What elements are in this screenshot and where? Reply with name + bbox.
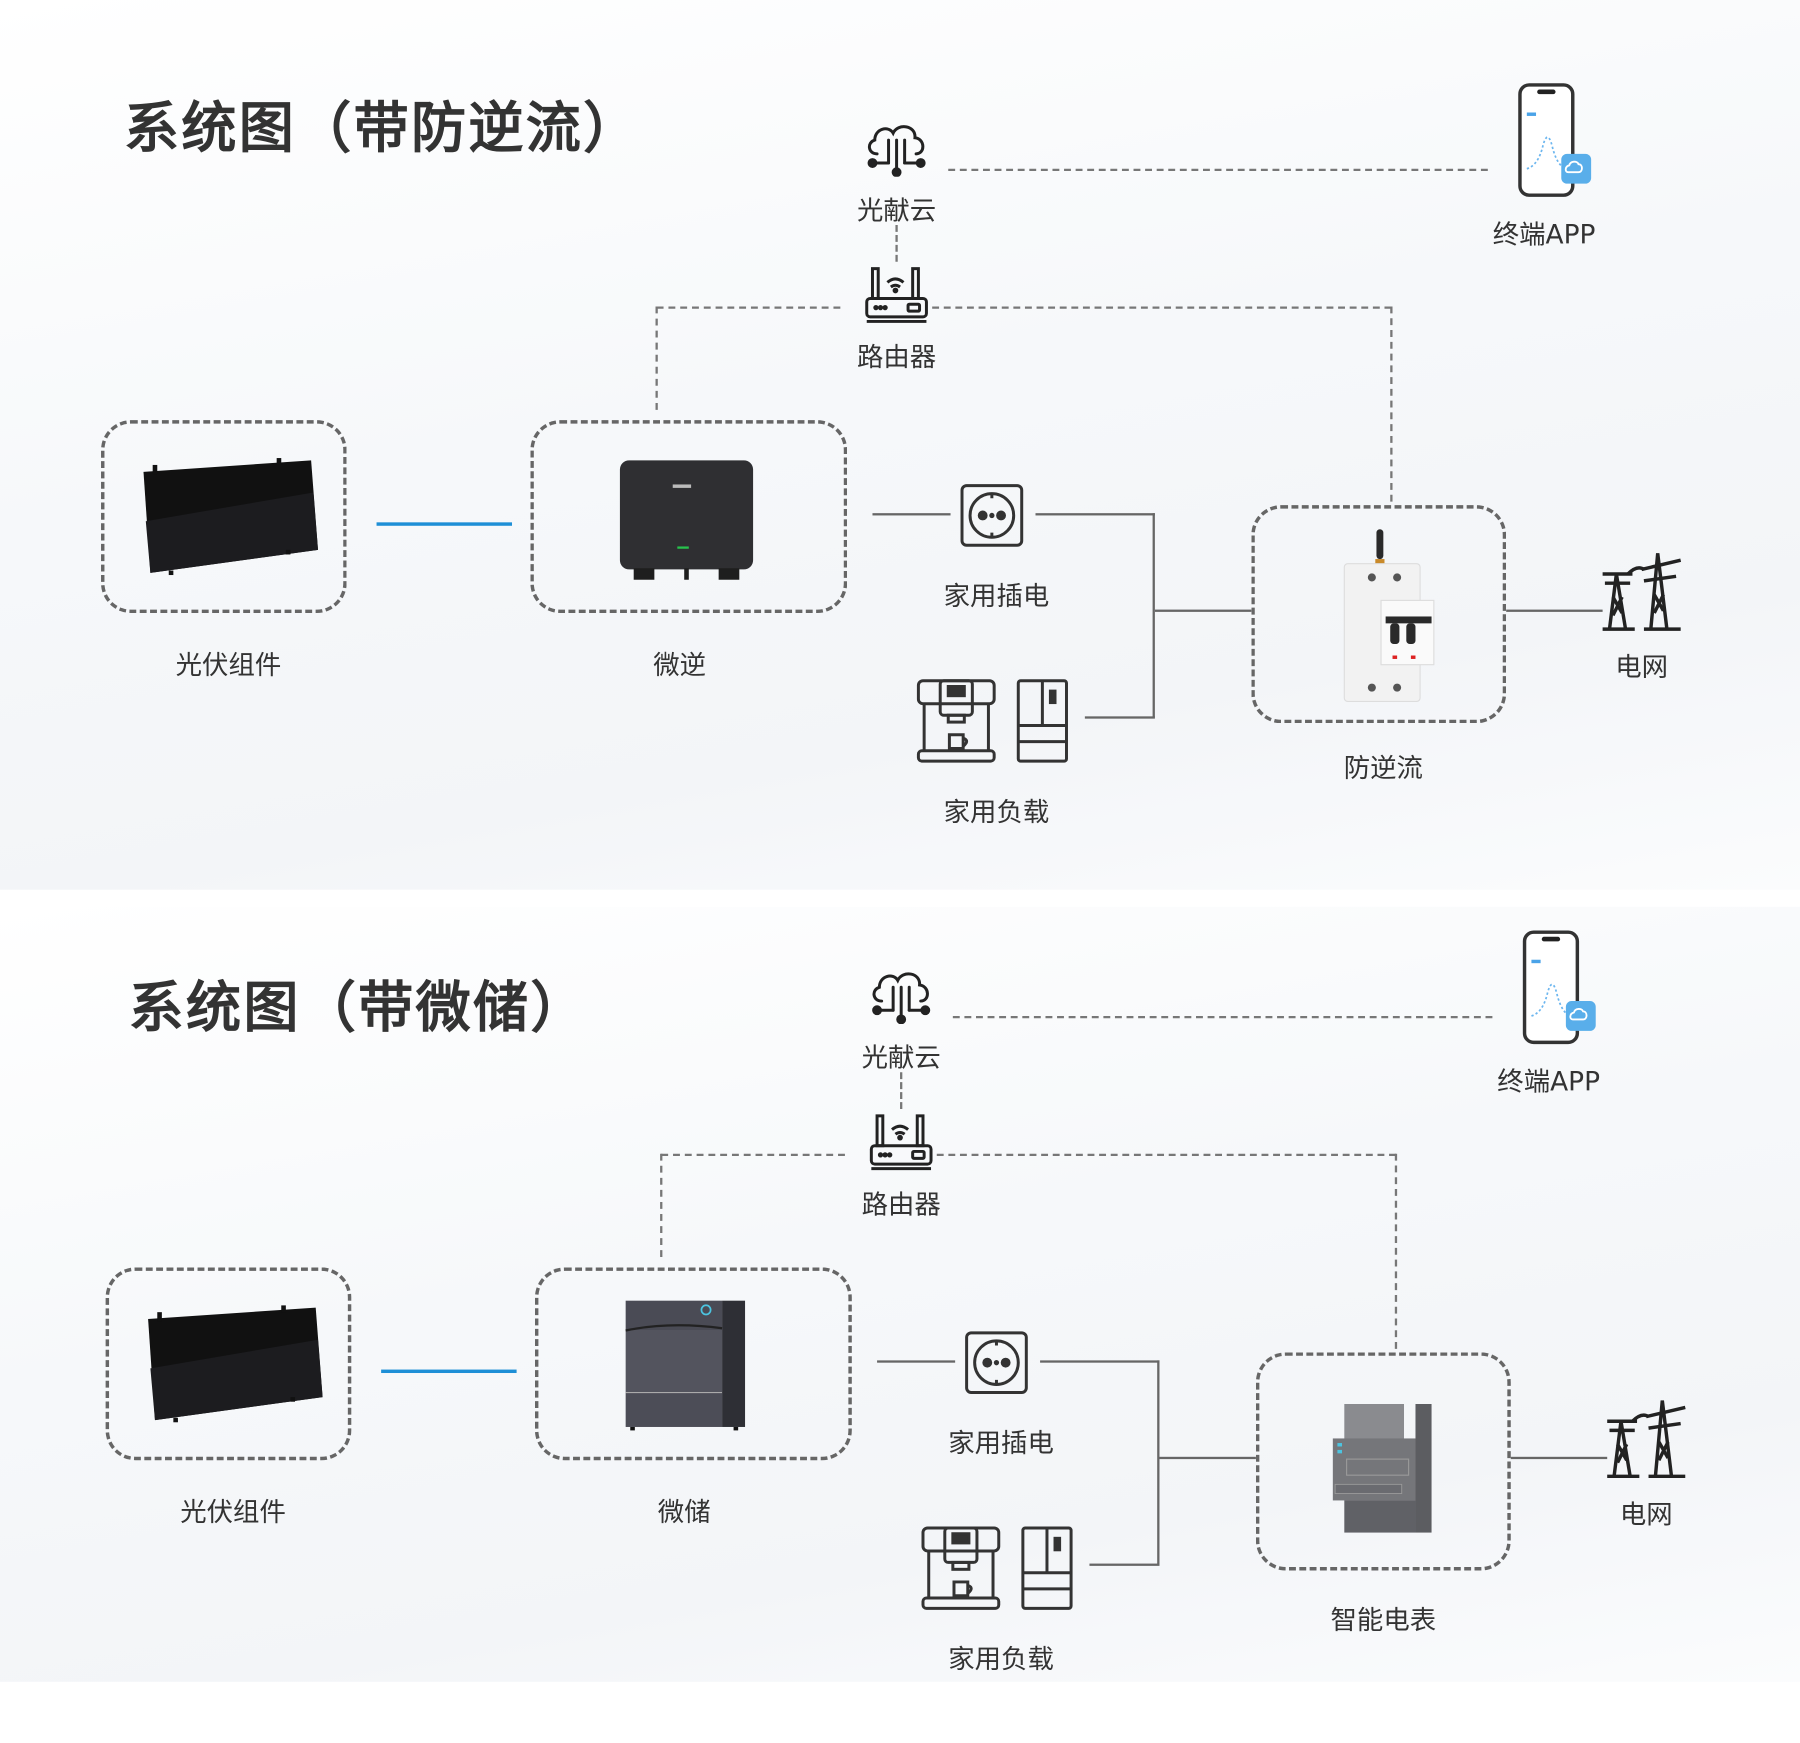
diagram-title: 系统图（带微储）: [128, 975, 588, 1041]
ac-line-socket-bus: [1035, 513, 1155, 516]
network-link-router-left: [661, 1153, 845, 1157]
node-label-app: 终端APP: [1492, 220, 1596, 251]
node-label-socket: 家用插电: [948, 1429, 1054, 1460]
ac-line-converter-socket: [877, 1360, 956, 1363]
node-label-router: 路由器: [856, 343, 937, 374]
micro-storage-image: [625, 1300, 746, 1431]
node-label-load: 家用负载: [943, 797, 1050, 828]
network-link-cloud-app: [952, 1015, 1493, 1019]
pv-module-box: [105, 1267, 352, 1461]
ac-bus-vertical: [1157, 1360, 1160, 1565]
network-link-cloud-router: [900, 1072, 903, 1109]
network-link-router-controller: [1390, 306, 1393, 502]
node-label-app: 终端APP: [1497, 1067, 1601, 1098]
node-label-router: 路由器: [861, 1190, 941, 1221]
anti-backflow-breaker-image: [1343, 529, 1435, 703]
wifi-router-icon: [868, 1111, 935, 1173]
node-label-grid: 电网: [1615, 653, 1669, 684]
micro-inverter-image: [619, 460, 754, 580]
dc-link-pv-converter: [376, 522, 513, 526]
diagram-micro-storage: 系统图（带微储） 光献云 终端APP: [0, 847, 1800, 1742]
network-link-cloud-router: [895, 225, 898, 262]
ac-line-controller-grid: [1506, 609, 1603, 612]
coffee-machine-fridge-icon: [915, 677, 1073, 764]
network-link-router-controller: [1394, 1153, 1398, 1349]
diagram-title: 系统图（带防逆流）: [123, 96, 641, 161]
node-label-load: 家用负载: [948, 1645, 1054, 1675]
node-label-controller: 智能电表: [1330, 1606, 1437, 1636]
network-link-router-converter: [660, 1153, 663, 1258]
solar-panel-image: [143, 458, 318, 576]
smartphone-app-icon: [1518, 83, 1594, 200]
node-label-cloud: 光献云: [861, 1043, 941, 1074]
network-link-router-right: [932, 306, 1392, 309]
node-label-cloud: 光献云: [856, 196, 937, 227]
ac-line-controller-grid: [1510, 1456, 1608, 1460]
ac-line-load-bus: [1084, 716, 1155, 719]
controller-box: [1251, 505, 1507, 724]
coffee-machine-fridge-icon: [920, 1525, 1078, 1612]
ac-line-bus-controller: [1154, 609, 1252, 612]
dc-link-pv-converter: [381, 1369, 517, 1374]
network-link-router-right: [936, 1153, 1396, 1157]
smartphone-app-icon: [1522, 930, 1598, 1047]
node-label-socket: 家用插电: [943, 582, 1050, 612]
node-label-converter: 微逆: [653, 650, 707, 681]
cloud-network-icon: [863, 119, 930, 177]
smart-meter-image: [1332, 1404, 1432, 1533]
diagram-anti-backflow: 系统图（带防逆流） 光献云 终端APP: [101, 83, 1685, 828]
ac-bus-vertical: [1152, 513, 1155, 718]
power-socket-icon: [959, 482, 1026, 549]
cloud-network-icon: [868, 967, 935, 1025]
converter-box: [530, 420, 848, 614]
power-tower-icon: [1605, 1396, 1690, 1479]
pv-module-box: [101, 420, 347, 614]
node-label-converter: 微储: [657, 1498, 711, 1528]
ac-line-socket-bus: [1040, 1360, 1160, 1363]
network-link-router-left: [656, 306, 841, 309]
node-label-controller: 防逆流: [1343, 754, 1423, 785]
node-label-pv-module: 光伏组件: [180, 1498, 286, 1528]
background-panel-top: [0, 0, 1800, 890]
ac-line-converter-socket: [872, 513, 951, 516]
node-label-grid: 电网: [1619, 1500, 1673, 1531]
network-link-router-converter: [655, 306, 658, 410]
power-socket-icon: [963, 1329, 1030, 1396]
node-label-pv-module: 光伏组件: [175, 650, 282, 681]
controller-box: [1255, 1352, 1511, 1571]
converter-box: [534, 1267, 852, 1461]
wifi-router-icon: [863, 264, 930, 326]
solar-panel-image: [148, 1305, 323, 1423]
network-link-cloud-app: [948, 168, 1488, 172]
ac-line-bus-controller: [1159, 1456, 1256, 1460]
power-tower-icon: [1600, 549, 1685, 632]
ac-line-load-bus: [1089, 1563, 1160, 1566]
